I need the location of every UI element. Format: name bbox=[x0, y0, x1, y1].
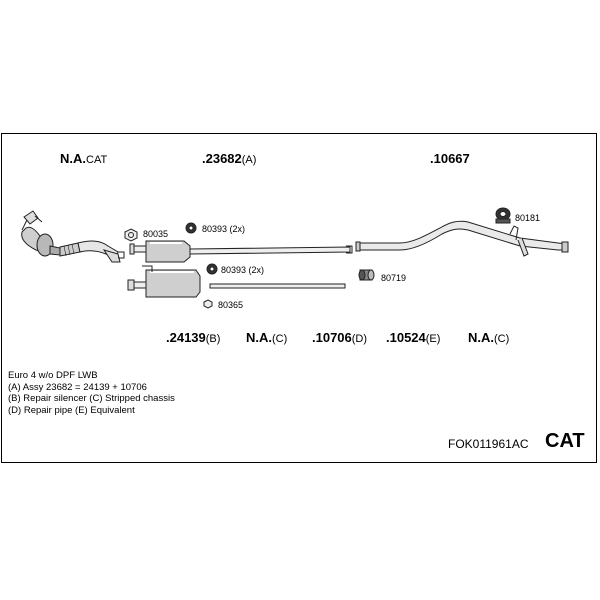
part-code: FOK011961AC bbox=[448, 437, 529, 451]
note-line: Euro 4 w/o DPF LWB bbox=[8, 370, 98, 381]
label-10524: .10524(E) bbox=[386, 330, 441, 345]
category-badge: CAT bbox=[545, 430, 585, 452]
repair-silencer bbox=[127, 265, 201, 298]
part-label-80181: 80181 bbox=[515, 213, 541, 223]
diagram-frame bbox=[1, 133, 597, 463]
part-label-80035: 80035 bbox=[143, 229, 169, 239]
middle-silencer-assembly bbox=[129, 240, 353, 263]
repair-pipe bbox=[209, 283, 346, 289]
hanger-icon bbox=[495, 207, 511, 224]
label-assy-23682: .23682(A) bbox=[202, 151, 257, 166]
part-label-80719: 80719 bbox=[381, 273, 407, 283]
label-10706: .10706(D) bbox=[312, 330, 368, 345]
notes-block: Euro 4 w/o DPF LWB (A) Assy 23682 = 2413… bbox=[8, 370, 175, 416]
note-line: (D) Repair pipe (E) Equivalent bbox=[8, 404, 135, 416]
part-label-80393-a: 80393 (2x) bbox=[202, 224, 246, 234]
note-line: (A) Assy 23682 = 24139 + 10706 bbox=[8, 381, 147, 393]
label-24139: .24139(B) bbox=[166, 330, 221, 345]
note-line: (B) Repair silencer (C) Stripped chassis bbox=[8, 393, 175, 404]
label-catalyst: N.A.CAT bbox=[60, 151, 108, 166]
label-stripped-chassis-2: N.A.(C) bbox=[468, 330, 510, 345]
pipe-clamp-icon bbox=[358, 269, 375, 281]
part-label-80393-b: 80393 (2x) bbox=[221, 265, 265, 275]
part-label-80365: 80365 bbox=[218, 300, 244, 310]
ring-icon bbox=[203, 299, 213, 309]
label-10667: .10667 bbox=[430, 151, 470, 166]
catalyst-part bbox=[21, 210, 125, 263]
label-stripped-chassis-1: N.A.(C) bbox=[246, 330, 288, 345]
clamp-icon bbox=[185, 222, 197, 234]
tail-pipe bbox=[355, 220, 569, 257]
clamp-icon bbox=[206, 263, 218, 275]
gasket-icon bbox=[124, 228, 138, 242]
